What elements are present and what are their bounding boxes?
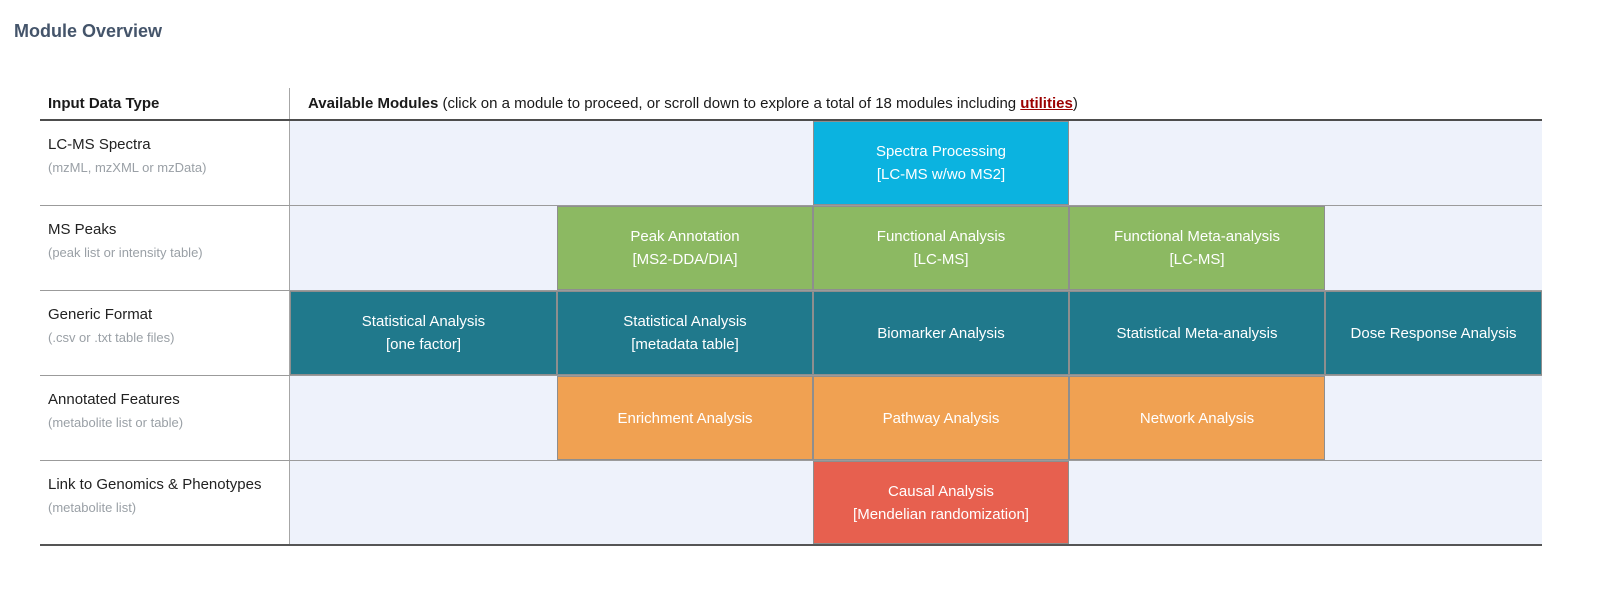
row-label: MS Peaks	[48, 221, 117, 238]
input-data-type-header: Input Data Type	[40, 88, 290, 119]
table-row: LC-MS Spectra (mzML, mzXML or mzData) Sp…	[40, 121, 1542, 206]
modules-area: Spectra Processing [LC-MS w/wo MS2]	[290, 121, 1542, 205]
empty-module-cell	[557, 461, 813, 544]
empty-module-cell	[1325, 206, 1542, 290]
module-label-line1: Statistical Meta-analysis	[1116, 324, 1278, 342]
empty-module-cell	[1325, 121, 1542, 205]
modules-area: Statistical Analysis [one factor] Statis…	[290, 291, 1542, 375]
module-cell: Spectra Processing [LC-MS w/wo MS2]	[813, 121, 1069, 205]
module-label-line2: [LC-MS]	[913, 251, 969, 268]
module-button-statistical-meta-analysis[interactable]: Statistical Meta-analysis	[1069, 291, 1325, 375]
module-button-causal-analysis[interactable]: Causal Analysis [Mendelian randomization…	[813, 461, 1069, 544]
modules-area: Causal Analysis [Mendelian randomization…	[290, 461, 1542, 544]
module-label-line1: Statistical Analysis	[361, 313, 486, 330]
row-label: LC-MS Spectra	[48, 136, 151, 153]
empty-module-cell	[557, 121, 813, 205]
module-cell: Network Analysis	[1069, 376, 1325, 460]
row-label-ms-peaks: MS Peaks (peak list or intensity table)	[40, 206, 290, 290]
module-button-spectra-processing[interactable]: Spectra Processing [LC-MS w/wo MS2]	[813, 121, 1069, 205]
module-label-line2: [MS2-DDA/DIA]	[632, 251, 738, 268]
module-button-pathway-analysis[interactable]: Pathway Analysis	[813, 376, 1069, 460]
row-label-link-to-genomics-phenotypes: Link to Genomics & Phenotypes (metabolit…	[40, 461, 290, 544]
module-label-line1: Functional Analysis	[876, 228, 1006, 245]
module-cell: Functional Analysis [LC-MS]	[813, 206, 1069, 290]
row-label: Generic Format	[48, 306, 153, 323]
empty-module-cell	[1069, 461, 1325, 544]
empty-module-cell	[290, 121, 557, 205]
module-overview-table: Input Data Type Available Modules (click…	[40, 88, 1542, 546]
table-row: Annotated Features (metabolite list or t…	[40, 376, 1542, 461]
utilities-link[interactable]: utilities	[1020, 95, 1073, 112]
module-label-line1: Functional Meta-analysis	[1114, 228, 1280, 245]
module-cell: Statistical Analysis [metadata table]	[557, 291, 813, 375]
row-label-annotated-features: Annotated Features (metabolite list or t…	[40, 376, 290, 460]
page-title: Module Overview	[14, 21, 163, 41]
table-row: Generic Format (.csv or .txt table files…	[40, 291, 1542, 376]
module-cell: Biomarker Analysis	[813, 291, 1069, 375]
module-label-line2: [LC-MS w/wo MS2]	[876, 166, 1006, 183]
table-row: Link to Genomics & Phenotypes (metabolit…	[40, 461, 1542, 546]
row-sublabel: (metabolite list or table)	[48, 415, 184, 430]
module-cell: Causal Analysis [Mendelian randomization…	[813, 461, 1069, 544]
empty-module-cell	[290, 206, 557, 290]
available-modules-header: Available Modules (click on a module to …	[290, 88, 1542, 119]
row-sublabel: (metabolite list)	[48, 500, 137, 515]
module-button-statistical-analysis-metadata-table[interactable]: Statistical Analysis [metadata table]	[557, 291, 813, 375]
row-sublabel: (mzML, mzXML or mzData)	[48, 160, 207, 175]
module-button-network-analysis[interactable]: Network Analysis	[1069, 376, 1325, 460]
module-label-line2: [metadata table]	[631, 336, 739, 353]
row-label: Link to Genomics & Phenotypes	[48, 476, 262, 493]
row-label: Annotated Features	[48, 391, 180, 408]
module-label-line1: Peak Annotation	[630, 228, 740, 245]
module-cell: Dose Response Analysis	[1325, 291, 1542, 375]
row-label-generic-format: Generic Format (.csv or .txt table files…	[40, 291, 290, 375]
module-button-statistical-analysis-one-factor[interactable]: Statistical Analysis [one factor]	[290, 291, 557, 375]
module-label-line2: [one factor]	[385, 336, 462, 353]
modules-area: Enrichment Analysis Pathway Analysis Net…	[290, 376, 1542, 460]
empty-module-cell	[1069, 121, 1325, 205]
header-closing-paren: )	[1072, 95, 1078, 112]
module-button-functional-analysis[interactable]: Functional Analysis [LC-MS]	[813, 206, 1069, 290]
table-row: MS Peaks (peak list or intensity table) …	[40, 206, 1542, 291]
module-button-peak-annotation[interactable]: Peak Annotation [MS2-DDA/DIA]	[557, 206, 813, 290]
module-cell: Statistical Meta-analysis	[1069, 291, 1325, 375]
module-label-line1: Biomarker Analysis	[877, 324, 1005, 342]
module-cell: Peak Annotation [MS2-DDA/DIA]	[557, 206, 813, 290]
module-label-line2: [Mendelian randomization]	[853, 505, 1029, 523]
module-button-dose-response-analysis[interactable]: Dose Response Analysis	[1325, 291, 1542, 375]
module-label-line2: [LC-MS]	[1169, 251, 1225, 268]
module-label-line1: Dose Response Analysis	[1350, 324, 1517, 342]
module-cell: Pathway Analysis	[813, 376, 1069, 460]
module-button-functional-meta-analysis[interactable]: Functional Meta-analysis [LC-MS]	[1069, 206, 1325, 290]
module-label-line1: Enrichment Analysis	[617, 409, 753, 427]
empty-module-cell	[1325, 376, 1542, 460]
module-cell: Enrichment Analysis	[557, 376, 813, 460]
module-label-line1: Statistical Analysis	[623, 313, 747, 330]
table-header-row: Input Data Type Available Modules (click…	[40, 88, 1542, 121]
module-label-line1: Pathway Analysis	[882, 409, 1000, 427]
module-label-line1: Causal Analysis	[888, 482, 994, 500]
row-sublabel: (peak list or intensity table)	[48, 245, 203, 260]
available-modules-label: Available Modules	[308, 95, 439, 112]
module-label-line1: Network Analysis	[1139, 409, 1255, 427]
header-instruction-text: (click on a module to proceed, or scroll…	[438, 95, 1021, 112]
module-button-biomarker-analysis[interactable]: Biomarker Analysis	[813, 291, 1069, 375]
empty-module-cell	[1325, 461, 1542, 544]
row-label-lc-ms-spectra: LC-MS Spectra (mzML, mzXML or mzData)	[40, 121, 290, 205]
modules-area: Peak Annotation [MS2-DDA/DIA] Functional…	[290, 206, 1542, 290]
empty-module-cell	[290, 461, 557, 544]
row-sublabel: (.csv or .txt table files)	[48, 330, 175, 345]
empty-module-cell	[290, 376, 557, 460]
module-cell: Functional Meta-analysis [LC-MS]	[1069, 206, 1325, 290]
module-button-enrichment-analysis[interactable]: Enrichment Analysis	[557, 376, 813, 460]
module-label-line1: Spectra Processing	[875, 143, 1007, 160]
module-cell: Statistical Analysis [one factor]	[290, 291, 557, 375]
